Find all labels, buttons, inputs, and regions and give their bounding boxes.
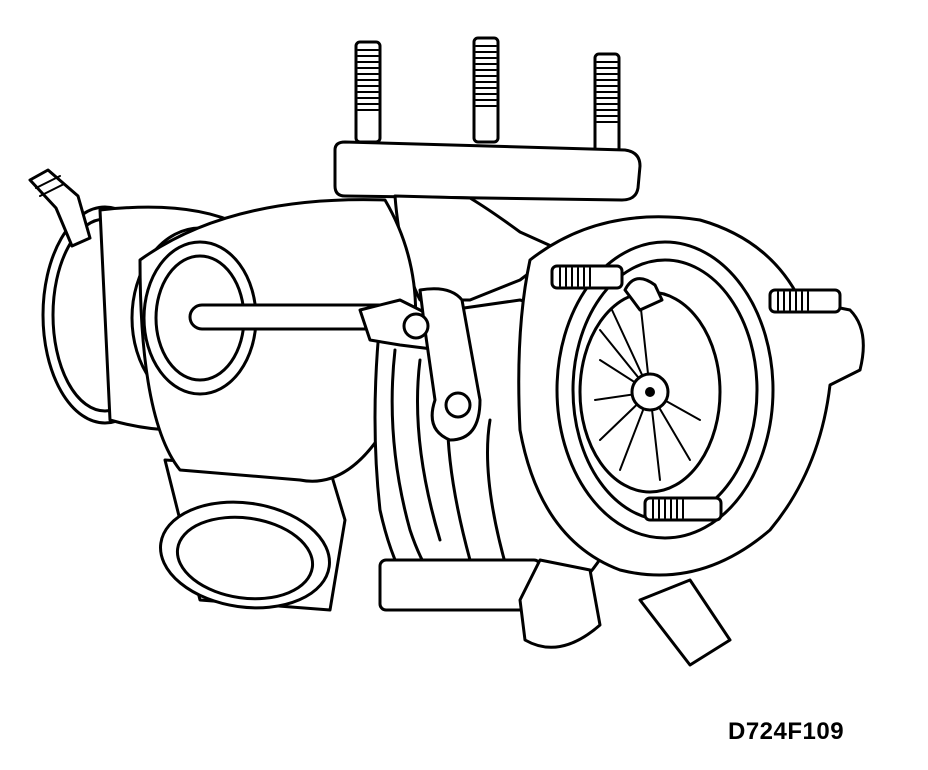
exhaust-flange <box>333 140 642 202</box>
inlet-studs <box>550 264 842 522</box>
compressor-outlet <box>159 458 347 612</box>
oil-return-port <box>518 558 602 649</box>
wastegate-rod <box>188 287 482 442</box>
figure-code: D724F109 <box>728 718 845 745</box>
top-studs <box>354 36 621 156</box>
